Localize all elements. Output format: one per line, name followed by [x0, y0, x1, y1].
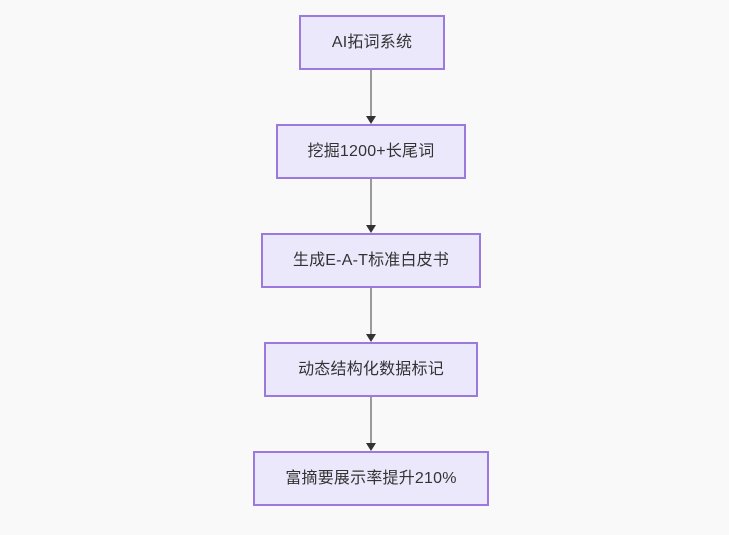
flowchart-edge-2-arrow-icon — [366, 225, 376, 233]
flowchart-edge-3-arrow-icon — [366, 334, 376, 342]
flowchart-edge-4-arrow-icon — [366, 443, 376, 451]
flowchart-edge-1-line — [370, 70, 372, 116]
flowchart-node-4[interactable]: 动态结构化数据标记 — [264, 342, 478, 397]
flowchart-node-1-label: AI拓词系统 — [331, 33, 413, 51]
flowchart-edge-3-line — [370, 288, 372, 334]
flowchart-node-4-label: 动态结构化数据标记 — [298, 360, 444, 378]
flowchart-node-3-label: 生成E-A-T标准白皮书 — [292, 251, 450, 269]
flowchart-node-5-label: 富摘要展示率提升210% — [285, 469, 457, 487]
flowchart-node-2[interactable]: 挖掘1200+长尾词 — [276, 124, 466, 179]
flowchart-node-5[interactable]: 富摘要展示率提升210% — [253, 451, 489, 506]
flowchart-edge-1-arrow-icon — [366, 116, 376, 124]
flowchart-edge-4-line — [370, 397, 372, 443]
flowchart-node-2-label: 挖掘1200+长尾词 — [307, 142, 435, 160]
flowchart-node-3[interactable]: 生成E-A-T标准白皮书 — [261, 233, 481, 288]
flowchart-edge-2-line — [370, 179, 372, 225]
flowchart-node-1[interactable]: AI拓词系统 — [299, 15, 445, 70]
